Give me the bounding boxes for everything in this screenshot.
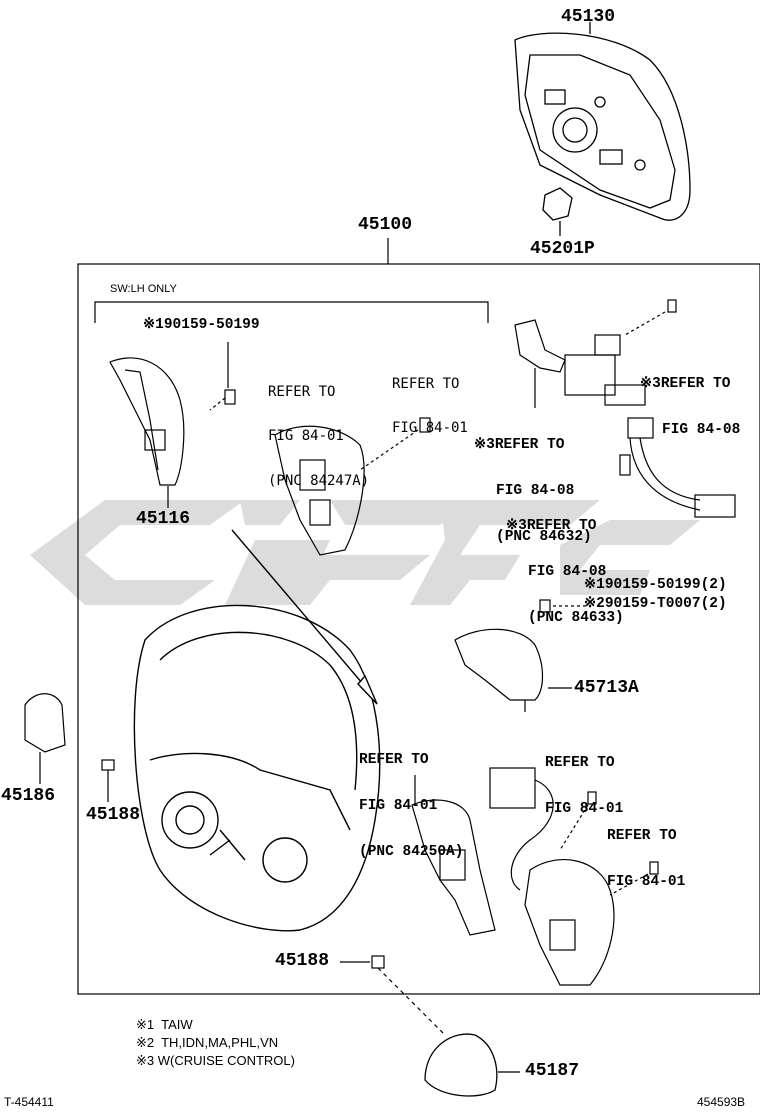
refer-line: (PNC 84632)	[496, 528, 592, 545]
refer-line: (PNC 84633)	[528, 609, 624, 626]
refer-line: REFER TO	[607, 828, 677, 845]
refer-line: REFER TO	[545, 755, 615, 772]
refer-block-84250a: REFER TO FIG 84-01 (PNC 84250A)	[359, 723, 463, 875]
refer-line: FIG 84-08	[662, 422, 741, 439]
refer-line: ※3REFER TO	[474, 437, 565, 454]
screw-note-1: ※190159-50199	[143, 317, 260, 333]
legend-note-1: ※1 TAIW	[136, 1017, 193, 1032]
refer-line: FIG 84-01	[392, 420, 468, 437]
refer-line: FIG 84-01	[607, 874, 686, 891]
refer-line: ※3REFER TO	[640, 376, 731, 393]
refer-line: ※3REFER TO	[506, 518, 597, 535]
switch-right-lower	[524, 791, 659, 986]
screw-45188-lower	[340, 955, 446, 1036]
cover-45186	[24, 693, 66, 784]
refer-line: (PNC 84247A)	[268, 472, 370, 489]
refer-block-upper-screw: REFER TO FIG 84-01	[392, 348, 468, 451]
refer-block-84633: ※3REFER TO FIG 84-08 (PNC 84633)	[506, 489, 624, 641]
part-number-45201p: 45201P	[530, 239, 595, 259]
part-number-45713a: 45713A	[574, 678, 639, 698]
part-number-45100: 45100	[358, 215, 413, 235]
part-number-45186: 45186	[1, 786, 56, 806]
cruise-switch-84632	[514, 299, 677, 408]
screw-note-2: ※190159-50199(2)	[584, 577, 727, 593]
refer-block-84247a: REFER TO FIG 84-01 (PNC 84247A)	[268, 356, 369, 503]
footer-right-id: 454593B	[697, 1095, 746, 1109]
refer-block-right-screw-2: REFER TO FIG 84-01	[607, 799, 685, 906]
wire-harness-84633	[619, 417, 736, 518]
cap-45187	[424, 1033, 520, 1097]
refer-line: FIG 84-01	[359, 798, 438, 815]
cover-45713a	[454, 599, 590, 712]
legend-note-2: ※2 TH,IDN,MA,PHL,VN	[136, 1035, 279, 1050]
switch-bracket-84247a	[274, 417, 431, 556]
refer-line: FIG 84-08	[528, 564, 607, 581]
sw-lh-only-label: SW:LH ONLY	[110, 283, 177, 295]
screw-45188-upper	[101, 759, 115, 802]
part-number-45130: 45130	[561, 7, 616, 27]
nut-45201p	[542, 187, 573, 236]
watermark-logo	[30, 500, 700, 605]
refer-block-right-screw-1: REFER TO FIG 84-01	[545, 726, 623, 833]
switch-84250a	[411, 775, 496, 936]
screw-note-3: ※290159-T0007(2)	[584, 596, 727, 612]
part-number-45188-lower: 45188	[275, 951, 330, 971]
footer-left-id: T-454411	[4, 1095, 54, 1109]
refer-block-84632: ※3REFER TO FIG 84-08 (PNC 84632)	[474, 408, 592, 560]
screw-upper-left	[209, 342, 236, 411]
refer-line: REFER TO	[268, 384, 336, 401]
refer-line: REFER TO	[392, 376, 460, 393]
part-number-45116: 45116	[136, 509, 191, 529]
steering-wheel	[133, 529, 381, 932]
refer-line: REFER TO	[359, 752, 429, 769]
wire-and-connector	[489, 767, 554, 891]
refer-line: FIG 84-08	[496, 483, 575, 500]
refer-block-cruise-screw: ※3REFER TO FIG 84-08	[640, 347, 740, 454]
part-number-45187: 45187	[525, 1061, 580, 1081]
part-number-45188-upper: 45188	[86, 805, 141, 825]
airbag-45130	[514, 22, 691, 221]
refer-line: FIG 84-01	[545, 801, 624, 818]
refer-line: (PNC 84250A)	[359, 843, 464, 860]
legend-note-3: ※3 W(CRUISE CONTROL)	[136, 1053, 295, 1068]
assembly-frame	[77, 238, 760, 995]
refer-line: FIG 84-01	[268, 428, 344, 445]
cover-45116	[109, 357, 185, 508]
